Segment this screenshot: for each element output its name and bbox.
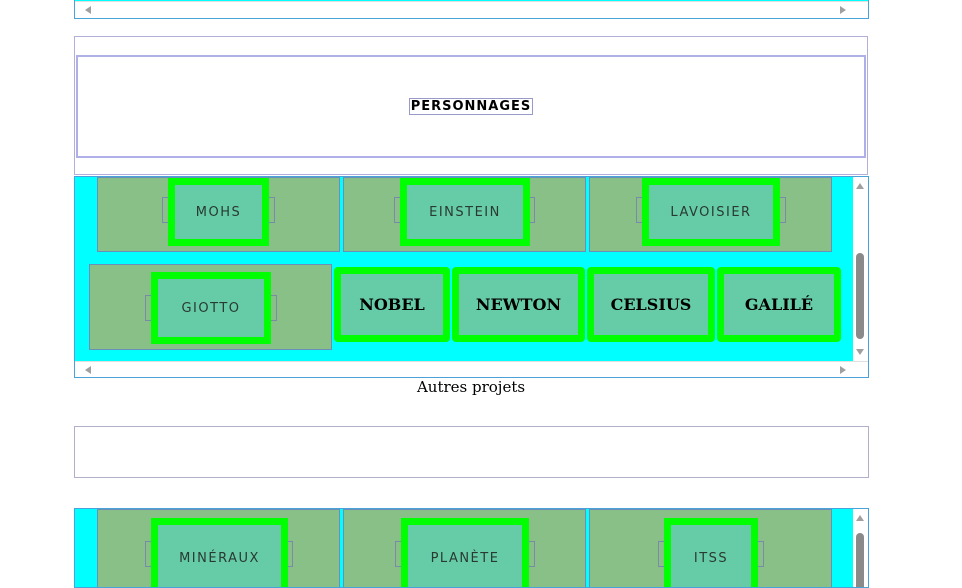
- card-label: MOHS: [195, 204, 242, 220]
- card-label: LAVOISIER: [670, 204, 752, 220]
- scroll-right-arrow-icon[interactable]: [840, 366, 846, 374]
- scrollbar-thumb[interactable]: [856, 253, 864, 339]
- card-giotto[interactable]: GIOTTO: [89, 264, 332, 350]
- section-title: PERSONNAGES: [408, 98, 534, 115]
- card-lavoisier-button[interactable]: LAVOISIER: [642, 178, 780, 246]
- autres-projets-caption: Autres projets: [416, 378, 526, 396]
- card-planete-button[interactable]: PLANÈTE: [401, 518, 529, 587]
- card-label: MINÉRAUX: [179, 550, 260, 566]
- scroll-up-arrow-icon[interactable]: [856, 183, 864, 189]
- card-label: GIOTTO: [181, 300, 241, 316]
- card-label: ITSS: [693, 550, 729, 566]
- scroll-up-arrow-icon[interactable]: [856, 515, 864, 521]
- top-cyan-panel: [74, 0, 869, 19]
- card-mineraux[interactable]: MINÉRAUX: [97, 509, 340, 587]
- card-mohs[interactable]: MOHS: [97, 177, 340, 252]
- nobel-button[interactable]: NOBEL: [334, 267, 450, 342]
- card-einstein[interactable]: EINSTEIN: [343, 177, 586, 252]
- scroll-right-arrow-icon[interactable]: [840, 6, 846, 14]
- projects-panel: MINÉRAUX PLANÈTE ITSS: [74, 508, 869, 588]
- scrollbar-thumb[interactable]: [856, 533, 864, 587]
- button-label: NEWTON: [475, 295, 562, 314]
- card-mineraux-button[interactable]: MINÉRAUX: [151, 518, 288, 587]
- personnages-header-box: PERSONNAGES: [74, 36, 868, 175]
- card-itss-button[interactable]: ITSS: [664, 518, 758, 587]
- card-itss[interactable]: ITSS: [589, 509, 832, 587]
- card-planete[interactable]: PLANÈTE: [343, 509, 586, 587]
- card-giotto-button[interactable]: GIOTTO: [151, 272, 271, 344]
- button-label: NOBEL: [359, 295, 425, 314]
- top-horizontal-scrollbar[interactable]: [75, 1, 868, 18]
- scroll-left-arrow-icon[interactable]: [85, 366, 91, 374]
- galile-button[interactable]: GALILÉ: [717, 267, 841, 342]
- card-einstein-button[interactable]: EINSTEIN: [400, 178, 530, 246]
- projects-vertical-scrollbar[interactable]: [853, 509, 868, 587]
- personnages-vertical-scrollbar[interactable]: [853, 177, 868, 361]
- celsius-button[interactable]: CELSIUS: [587, 267, 715, 342]
- personnages-panel: MOHS EINSTEIN LAVOISIER GIOTTO NOBEL NEW…: [74, 176, 869, 378]
- button-label: GALILÉ: [744, 295, 814, 314]
- card-lavoisier[interactable]: LAVOISIER: [589, 177, 832, 252]
- scroll-down-arrow-icon[interactable]: [856, 349, 864, 355]
- personnages-horizontal-scrollbar[interactable]: [75, 361, 868, 377]
- personnages-header-inner: PERSONNAGES: [76, 55, 866, 158]
- card-mohs-button[interactable]: MOHS: [168, 178, 269, 246]
- scroll-left-arrow-icon[interactable]: [85, 6, 91, 14]
- card-label: PLANÈTE: [430, 550, 500, 566]
- empty-box: [74, 426, 869, 478]
- newton-button[interactable]: NEWTON: [452, 267, 585, 342]
- card-label: EINSTEIN: [429, 204, 501, 220]
- button-label: CELSIUS: [610, 295, 692, 314]
